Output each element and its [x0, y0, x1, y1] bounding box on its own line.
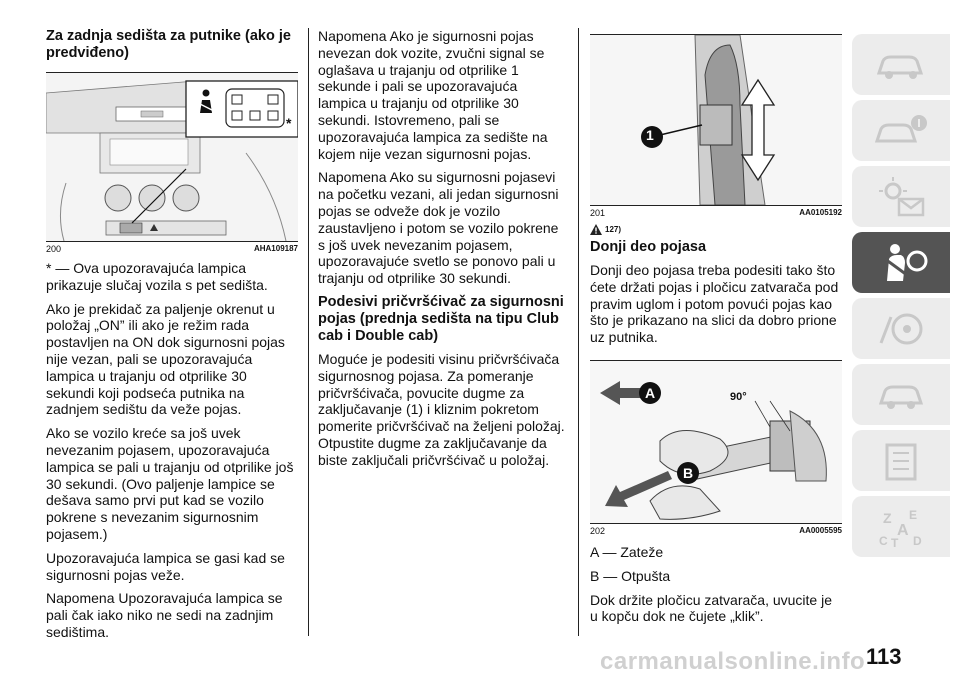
belt-anchor-illustration: [590, 35, 842, 205]
label-b: B: [683, 464, 694, 481]
tab-tech-data[interactable]: Z E A C T D: [852, 496, 950, 557]
section-heading-lap-belt: Donji deo pojasa: [590, 239, 707, 255]
maintenance-icon: [885, 443, 917, 480]
figure-code: AHA109187: [253, 244, 298, 253]
seatbelt-airbag-icon: [884, 243, 928, 281]
svg-text:C: C: [879, 534, 888, 548]
tab-car-info[interactable]: [852, 34, 950, 95]
column-3: 1 201 AA0105192 127) Donji deo pojasa Do…: [590, 28, 842, 632]
page-number: 113: [866, 644, 902, 669]
figure-200-caption: 200 AHA109187: [46, 244, 298, 254]
figure-star-label: *: [286, 115, 292, 131]
paragraph: Donji deo pojasa treba podesiti tako što…: [590, 262, 839, 346]
dashboard-illustration: [46, 73, 298, 241]
warning-lights-icon: [879, 176, 925, 216]
figure-201: 1: [590, 34, 842, 206]
svg-text:A: A: [897, 522, 909, 539]
column-divider-1: [308, 28, 309, 636]
svg-text:Z: Z: [883, 510, 892, 526]
arrow-a-icon: [600, 380, 661, 405]
tab-starting-driving[interactable]: [852, 298, 950, 359]
label-a: A: [645, 384, 656, 401]
figure-number: 201: [590, 208, 606, 218]
legend-a: A — Zateže: [590, 543, 664, 560]
figure-number: 200: [46, 244, 62, 254]
figure-201-caption: 201 AA0105192: [590, 208, 842, 218]
column-2: Napomena Ako je sigurnosni pojas nevezan…: [318, 28, 566, 476]
column-divider-2: [578, 28, 579, 636]
note-ref-number: 127): [605, 225, 622, 234]
figure-code: AA0005595: [799, 525, 842, 535]
chapter-tabs: Z E A C T D: [852, 34, 956, 562]
angle-label: 90°: [730, 390, 747, 403]
figure-200: *: [46, 72, 298, 242]
legend-b: B — Otpušta: [590, 567, 671, 584]
tab-emergency[interactable]: [852, 364, 950, 425]
paragraph: Ako se vozilo kreće sa još uvek nevezani…: [46, 425, 294, 542]
car-info-circle-icon: [874, 114, 927, 142]
paragraph: * — Ova upozoravajuća lampica prikazuje …: [46, 260, 268, 293]
figure-code: AA0105192: [799, 208, 842, 217]
lap-belt-illustration: [590, 360, 842, 523]
up-down-arrow-icon: [740, 78, 776, 182]
tab-warning-lights[interactable]: [852, 166, 950, 227]
arrow-b-icon: [605, 461, 699, 507]
seatbelt-warning-icon: [197, 89, 215, 113]
watermark: carmanualsonline.info: [600, 648, 866, 675]
paragraph: Dok držite pločicu zatvarača, uvucite je…: [590, 591, 832, 625]
tab-seatbelt-airbag[interactable]: [852, 232, 950, 293]
car-info-icon: [876, 55, 924, 79]
column-1: Za zadnja sedišta za putnike (ako je pre…: [46, 28, 298, 648]
tech-data-icon: Z E A C T D: [879, 508, 922, 549]
warning-triangle-icon: [590, 224, 602, 235]
callout-1: 1: [646, 127, 654, 143]
paragraph: Ako je prekidač za paljenje okrenut u po…: [46, 300, 285, 418]
tab-car-info-circle[interactable]: [852, 100, 950, 161]
note-reference: 127): [590, 224, 842, 235]
paragraph: Napomena Upozoravajuća lampica se pali č…: [46, 590, 283, 640]
paragraph: Upozoravajuća lampica se gasi kad se sig…: [46, 549, 285, 583]
starting-driving-icon: [879, 313, 923, 344]
paragraph: Napomena Ako su sigurnosni pojasevi na p…: [318, 169, 559, 287]
figure-number: 202: [590, 525, 606, 536]
section-heading-adjustable-anchor: Podesivi pričvršćivač za sigurnosni poja…: [318, 293, 564, 344]
svg-text:E: E: [909, 508, 917, 522]
svg-text:D: D: [913, 534, 922, 548]
figure-202-caption: 202 AA0005595: [590, 526, 842, 536]
section-heading-rear-seats: Za zadnja sedišta za putnike (ako je pre…: [46, 28, 291, 61]
paragraph: Moguće je podesiti visinu pričvršćivača …: [318, 350, 565, 468]
figure-202: A B 90°: [590, 359, 842, 524]
paragraph: Napomena Ako je sigurnosni pojas nevezan…: [318, 28, 548, 162]
emergency-icon: [878, 385, 924, 409]
svg-text:T: T: [891, 536, 899, 549]
tab-maintenance[interactable]: [852, 430, 950, 491]
